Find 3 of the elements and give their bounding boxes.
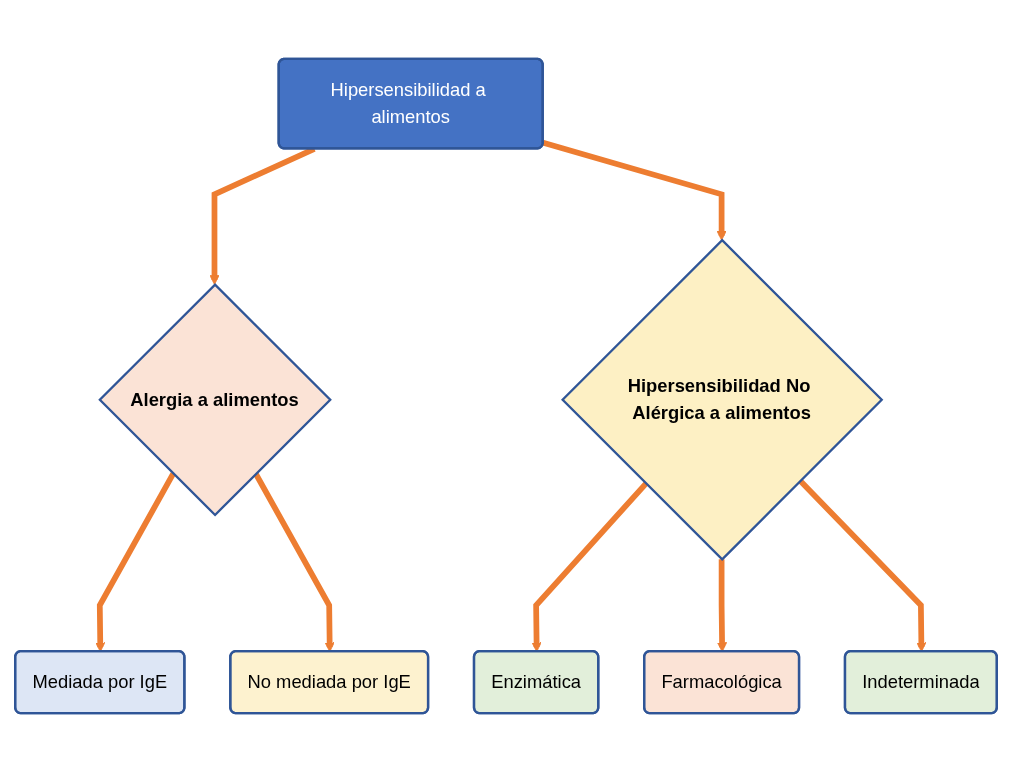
node-diamond: Hipersensibilidad No Alérgica a alimentos: [560, 238, 883, 561]
arrow: [541, 139, 727, 241]
node-diamond: Alergia a alimentos: [97, 282, 332, 517]
